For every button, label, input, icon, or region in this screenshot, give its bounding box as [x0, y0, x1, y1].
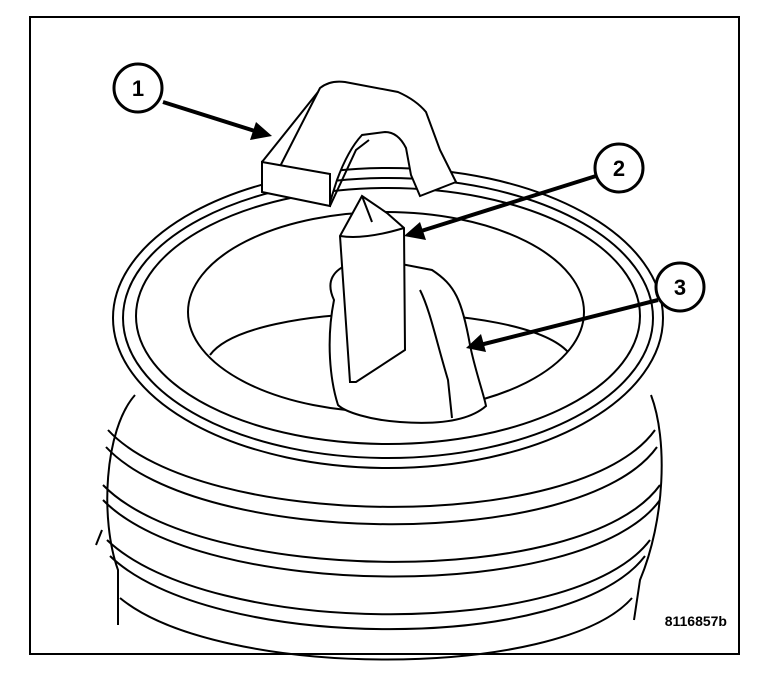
- leader-line-3: [480, 300, 658, 345]
- thread-ridge: [110, 556, 645, 629]
- callout-1: 1: [114, 64, 162, 112]
- leader-arrowhead-2: [404, 222, 426, 240]
- thread-ridge: [106, 447, 657, 524]
- thread-ridge: [120, 598, 632, 660]
- thread-ridge: [107, 540, 650, 614]
- shell-ring-3: [136, 188, 640, 444]
- figure-id: 8116857b: [665, 613, 727, 629]
- shell-ring-2: [123, 178, 653, 458]
- thread-ridge: [108, 430, 655, 507]
- thread-ridge: [103, 500, 660, 577]
- ground-electrode-base: [330, 140, 369, 206]
- center-electrode-bevel: [362, 196, 372, 222]
- callout-2-label: 2: [613, 156, 625, 181]
- callout-leaders: [163, 102, 658, 352]
- callout-2: 2: [595, 144, 643, 192]
- body-left-edge: [96, 530, 102, 545]
- callout-3-label: 3: [674, 275, 686, 300]
- spark-plug-body: [96, 82, 663, 660]
- insulator-crease: [420, 290, 452, 418]
- center-electrode-face: [340, 228, 404, 237]
- ground-electrode-edge: [262, 92, 318, 162]
- leader-line-1: [163, 102, 258, 132]
- center-electrode: [340, 196, 405, 382]
- callout-1-label: 1: [132, 76, 144, 101]
- leader-arrowhead-1: [250, 122, 272, 140]
- leader-arrowhead-3: [466, 334, 486, 352]
- thread-side-right: [634, 395, 662, 620]
- callout-3: 3: [656, 263, 704, 311]
- leader-line-2: [418, 176, 596, 232]
- thread-ridge: [103, 485, 660, 562]
